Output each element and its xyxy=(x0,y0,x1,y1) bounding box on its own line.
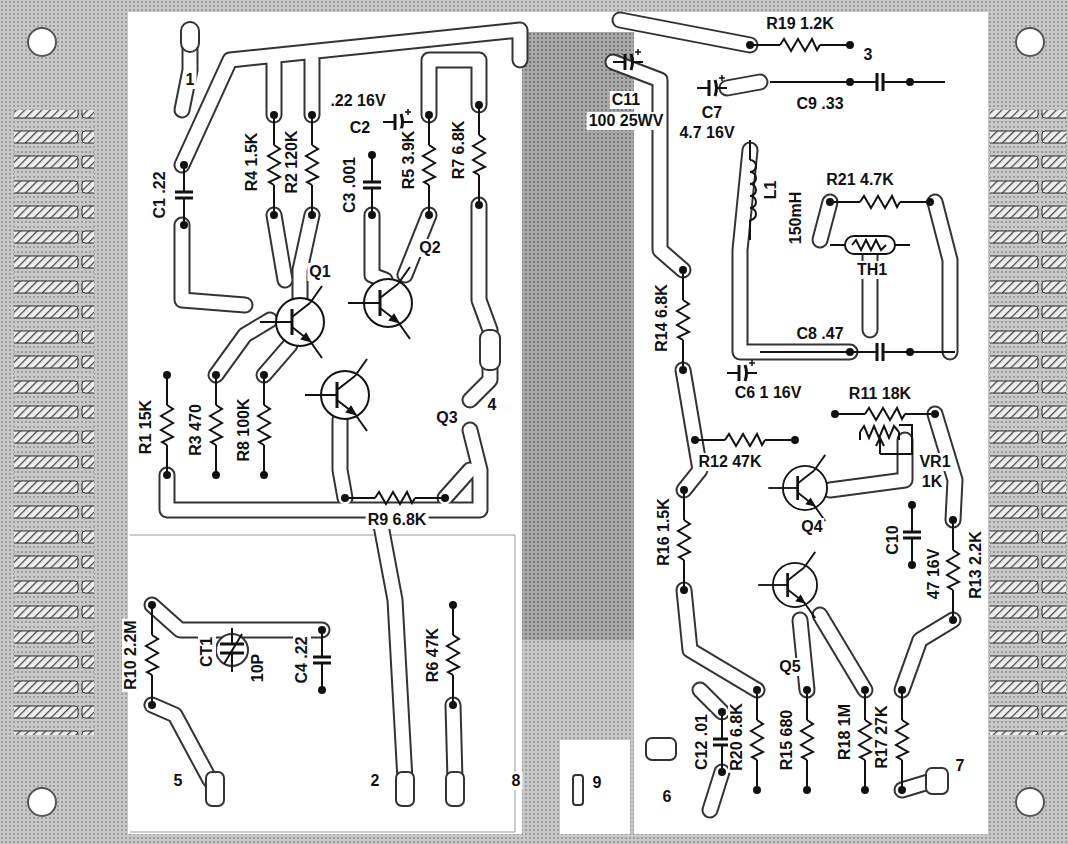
part-label: R2 120K xyxy=(283,128,301,195)
callout-number: 2 xyxy=(369,772,382,790)
part-label: C9 .33 xyxy=(794,95,845,113)
callout-number: 9 xyxy=(591,774,604,792)
part-label: C12 .01 xyxy=(693,712,711,772)
part-label: R8 100K xyxy=(235,396,253,463)
part-label: C3 .001 xyxy=(341,155,359,215)
callout-number: 4 xyxy=(486,396,499,414)
part-label: R14 6.8K xyxy=(653,282,671,354)
part-label: C8 .47 xyxy=(794,325,845,343)
part-label: R3 470 xyxy=(187,402,205,458)
callout-number: 8 xyxy=(510,772,523,790)
part-label: VR1 xyxy=(917,453,952,471)
part-label: R9 6.8K xyxy=(366,511,429,529)
part-label: C1 .22 xyxy=(151,169,169,220)
part-label: 10P xyxy=(249,652,267,684)
part-label: R4 1.5K xyxy=(243,131,261,194)
part-label: R20 6.8K xyxy=(728,701,746,773)
part-label: 150mH xyxy=(787,190,805,246)
part-label: 100 25WV xyxy=(587,112,666,130)
part-label: R10 2.2M xyxy=(122,618,140,691)
part-label: Q2 xyxy=(417,239,442,257)
part-label: 47 16V xyxy=(925,547,943,602)
part-label: 1K xyxy=(920,473,944,491)
part-label: CT1 xyxy=(198,635,216,669)
callout-number: 3 xyxy=(862,46,875,64)
part-label: R21 4.7K xyxy=(824,171,896,189)
part-label: R16 1.5K xyxy=(655,496,673,568)
part-label: 4.7 16V xyxy=(677,124,736,142)
part-label: R7 6.8K xyxy=(450,119,468,182)
part-label: L1 xyxy=(762,179,780,202)
part-label: R17 27K xyxy=(873,703,891,770)
part-label: R13 2.2K xyxy=(967,529,985,601)
part-label: R1 15K xyxy=(137,398,155,456)
part-label: C11 xyxy=(610,91,642,109)
part-label: R19 1.2K xyxy=(764,15,836,33)
part-label: R18 1M xyxy=(836,702,854,762)
callout-number: 6 xyxy=(661,788,674,806)
part-label: R11 18K xyxy=(847,385,913,403)
part-label: C4 .22 xyxy=(293,634,311,685)
part-label: Q5 xyxy=(777,658,802,676)
part-label: R15 680 xyxy=(778,708,796,773)
part-label: R12 47K xyxy=(696,453,763,471)
part-label: TH1 xyxy=(855,261,889,279)
part-label: Q3 xyxy=(434,409,459,427)
part-label: R6 47K xyxy=(424,626,442,684)
part-label: Q4 xyxy=(799,518,824,536)
part-label: R5 3.9K xyxy=(400,129,418,192)
part-label: C6 1 16V xyxy=(733,384,804,402)
part-label: C2 xyxy=(348,119,372,137)
callout-number: 1 xyxy=(184,71,197,89)
callout-number: 5 xyxy=(172,772,185,790)
callout-number: 7 xyxy=(954,757,967,775)
part-label: Q1 xyxy=(307,263,332,281)
part-label: C10 xyxy=(884,523,902,556)
part-label: .22 16V xyxy=(328,92,387,110)
part-label: C7 xyxy=(700,104,724,122)
